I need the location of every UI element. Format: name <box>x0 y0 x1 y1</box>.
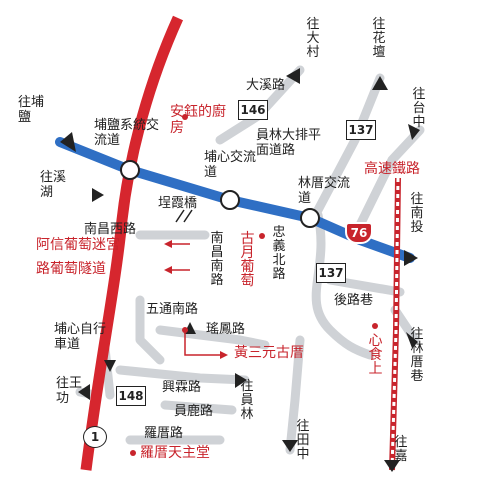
poi-huang-house: 黃三元古厝 <box>234 345 304 361</box>
label-puxin-ic: 埔心交流道 <box>204 150 257 180</box>
arrow-dacun-icon <box>286 68 300 84</box>
label-to-taizhong: 往台中 <box>412 87 426 130</box>
poi-grape-tunnel: 路葡萄隧道 <box>36 261 106 277</box>
label-buyan-ic: 埔鹽系統交流道 <box>94 118 160 148</box>
freeway-1 <box>80 15 184 471</box>
arrow-wanggong-icon <box>78 384 90 400</box>
label-nanchang-s: 南昌南路 <box>210 231 224 288</box>
label-to-wanggong: 往王功 <box>56 376 83 406</box>
bridge-dixia-icon <box>175 209 193 223</box>
high-speed-railway <box>389 177 401 471</box>
label-zhongyi-n: 忠義北路 <box>272 225 286 282</box>
label-to-yuanlin: 往員林 <box>240 379 254 422</box>
arrow-huatan-icon <box>372 76 388 90</box>
label-to-nantou: 往南投 <box>410 192 424 235</box>
poi-axin-maze: 阿信葡萄迷宮 <box>36 237 120 253</box>
label-to-linchuo: 往林厝巷 <box>410 327 424 384</box>
route-shield-148: 148 <box>116 386 146 406</box>
road-xinglin <box>115 365 250 385</box>
road-tianzhong <box>285 335 305 455</box>
label-to-jia: 往嘉 <box>394 435 408 464</box>
road-137-south <box>311 210 375 360</box>
interchange-lincuo <box>300 208 320 228</box>
arrow-jia-icon <box>384 460 400 472</box>
arrow-bike-icon <box>104 360 116 372</box>
label-to-dacun: 往大村 <box>306 17 320 60</box>
poi-hsr: 高速鐵路 <box>364 161 420 177</box>
poi-guyue-grape: 古月葡萄 <box>240 231 255 289</box>
label-bike-path: 埔心自行車道 <box>54 322 107 352</box>
route-shield-137-south: 137 <box>316 263 346 283</box>
arrow-taizhong-icon <box>408 124 420 140</box>
route-shield-1: 1 <box>83 426 107 448</box>
arrow-tianzhong-icon <box>282 440 298 452</box>
poi-dot-guyue <box>259 233 265 239</box>
arrow-nantou-icon <box>404 250 418 266</box>
label-daxi-rd: 大溪路 <box>246 78 286 93</box>
route-shield-146: 146 <box>238 100 268 120</box>
label-yaofeng: 瑤鳳路 <box>206 322 246 337</box>
interchange-puxin <box>220 190 240 210</box>
label-to-huatan: 往花壇 <box>372 17 386 60</box>
label-to-xihu: 往溪湖 <box>40 170 67 200</box>
poi-anyu-kitchen: 安鈺的廚房 <box>170 104 226 136</box>
label-nanchang-w: 南昌西路 <box>84 222 137 237</box>
route-shield-137-north: 137 <box>346 120 376 140</box>
arrow-linchuo-icon <box>406 332 418 348</box>
label-lincuo-ic: 林厝交流道 <box>298 176 351 206</box>
route-shield-76: 76 <box>345 222 373 244</box>
label-yuanlu: 員鹿路 <box>174 404 214 419</box>
arrow-yuanlin-icon <box>235 373 247 388</box>
road-wutong <box>135 295 165 365</box>
label-to-tianzhong: 往田中 <box>296 419 310 462</box>
label-luocuo: 羅厝路 <box>144 426 184 441</box>
poi-line-huang <box>184 330 224 356</box>
arrow-xihu-icon <box>92 188 104 202</box>
direction-arrows <box>60 68 420 472</box>
road-taizhong <box>355 125 425 230</box>
poi-markers <box>130 114 378 456</box>
label-xinglin: 興霖路 <box>162 380 202 395</box>
poi-dot-anyu <box>182 114 188 120</box>
road-huatan <box>313 73 385 215</box>
poi-xinshi: 心食上 <box>368 333 383 377</box>
interchange-buyan <box>120 160 140 180</box>
poi-dot-xinshi <box>372 323 378 329</box>
label-dixia-bridge: 埕霞橋 <box>158 196 198 211</box>
poi-luocuo-church: 羅厝天主堂 <box>140 445 210 461</box>
label-to-buyan: 往埔鹽 <box>18 95 45 125</box>
expressway-76 <box>55 137 415 263</box>
label-yuanlin-rd: 員林大排平面道路 <box>256 128 322 158</box>
poi-dot-church <box>130 450 136 456</box>
label-houlu-alley: 後路巷 <box>334 293 374 308</box>
road-yuanlu <box>160 400 237 415</box>
arrow-buyan-icon <box>60 132 76 152</box>
label-wutong-s: 五通南路 <box>146 302 199 317</box>
